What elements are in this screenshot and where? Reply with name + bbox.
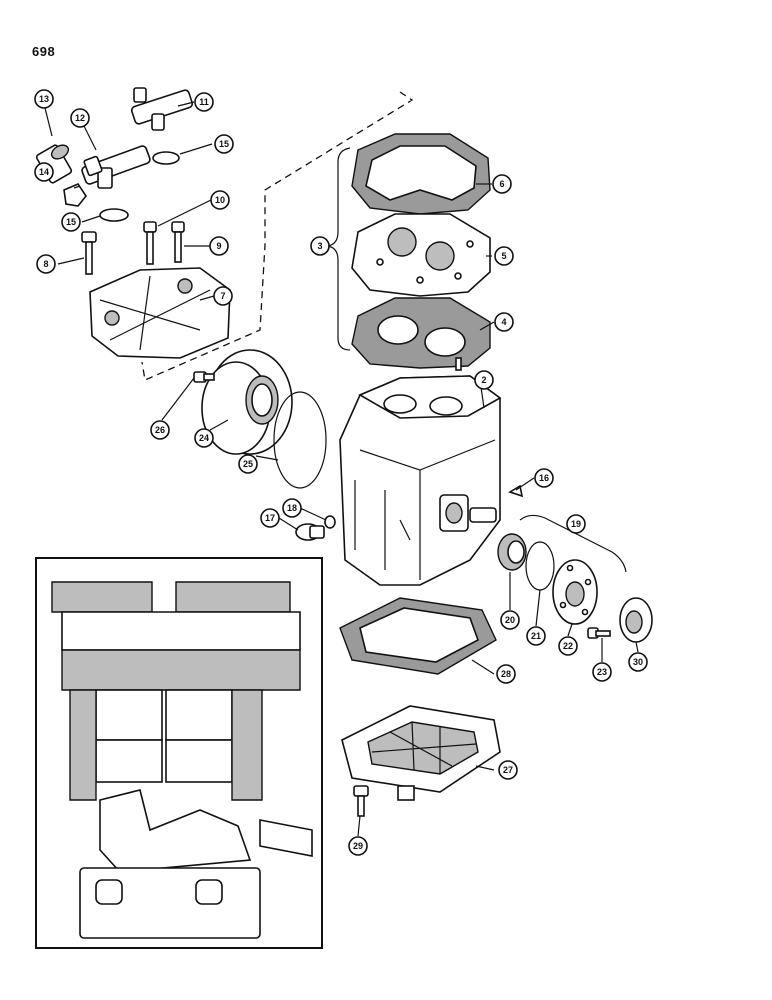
callout-7: 7 bbox=[213, 286, 233, 306]
callout-15-upper: 15 bbox=[214, 134, 234, 154]
front-cover-o-ring bbox=[273, 391, 327, 489]
svg-text:2: 2 bbox=[481, 375, 486, 385]
callout-25: 25 bbox=[238, 454, 258, 474]
svg-text:15: 15 bbox=[219, 139, 229, 149]
callout-3: 3 bbox=[310, 236, 330, 256]
upper-tee-fitting bbox=[130, 87, 194, 131]
callout-17: 17 bbox=[260, 508, 280, 528]
callout-5: 5 bbox=[494, 246, 514, 266]
callout-13: 13 bbox=[34, 89, 54, 109]
svg-text:28: 28 bbox=[501, 669, 511, 679]
tee-fitting bbox=[81, 145, 151, 189]
svg-text:8: 8 bbox=[43, 259, 48, 269]
svg-text:26: 26 bbox=[155, 425, 165, 435]
compressor-body bbox=[339, 375, 502, 586]
svg-text:19: 19 bbox=[571, 519, 581, 529]
svg-text:9: 9 bbox=[216, 241, 221, 251]
svg-text:29: 29 bbox=[353, 841, 363, 851]
seal-kit-brace bbox=[519, 514, 627, 573]
plug-o-ring bbox=[324, 515, 336, 529]
gasket-set-brace bbox=[327, 147, 351, 351]
o-ring-lower bbox=[99, 208, 129, 222]
callout-21: 21 bbox=[526, 626, 546, 646]
plug bbox=[295, 523, 325, 541]
callout-28: 28 bbox=[496, 664, 516, 684]
callout-16: 16 bbox=[534, 468, 554, 488]
svg-text:17: 17 bbox=[265, 513, 275, 523]
o-ring-upper bbox=[152, 151, 180, 165]
callout-11: 11 bbox=[194, 92, 214, 112]
head-assembly-bracket bbox=[141, 91, 414, 381]
callout-2: 2 bbox=[474, 370, 494, 390]
seal-plate bbox=[552, 559, 598, 625]
callout-30: 30 bbox=[628, 652, 648, 672]
svg-text:6: 6 bbox=[499, 179, 504, 189]
cutaway-inset bbox=[35, 557, 323, 949]
dowel-pin bbox=[455, 357, 462, 371]
shaft-seal bbox=[497, 533, 527, 571]
svg-text:13: 13 bbox=[39, 94, 49, 104]
bottom-plate-bolt bbox=[353, 785, 369, 817]
seal-o-ring bbox=[525, 541, 555, 591]
seal-plate-screw bbox=[587, 627, 611, 639]
callout-6: 6 bbox=[492, 174, 512, 194]
svg-text:21: 21 bbox=[531, 631, 541, 641]
callout-10: 10 bbox=[210, 190, 230, 210]
callout-19: 19 bbox=[566, 514, 586, 534]
base-gasket bbox=[339, 597, 497, 675]
callout-24: 24 bbox=[194, 428, 214, 448]
svg-text:24: 24 bbox=[199, 433, 209, 443]
callout-22: 22 bbox=[558, 636, 578, 656]
valve-plate-gasket bbox=[351, 133, 491, 215]
dust-shield bbox=[619, 597, 653, 643]
svg-text:30: 30 bbox=[633, 657, 643, 667]
cylinder-head bbox=[89, 267, 231, 359]
svg-text:11: 11 bbox=[199, 97, 209, 107]
callout-9: 9 bbox=[209, 236, 229, 256]
callout-18: 18 bbox=[282, 498, 302, 518]
svg-text:5: 5 bbox=[501, 251, 506, 261]
callout-26: 26 bbox=[150, 420, 170, 440]
callout-12: 12 bbox=[70, 108, 90, 128]
svg-text:27: 27 bbox=[503, 765, 513, 775]
front-cover bbox=[201, 349, 293, 455]
callout-20: 20 bbox=[500, 610, 520, 630]
callout-14: 14 bbox=[34, 162, 54, 182]
svg-text:25: 25 bbox=[243, 459, 253, 469]
cylinder-gasket bbox=[351, 297, 491, 369]
bottom-plate bbox=[341, 705, 501, 801]
svg-text:20: 20 bbox=[505, 615, 515, 625]
svg-text:23: 23 bbox=[597, 667, 607, 677]
svg-text:15: 15 bbox=[66, 217, 76, 227]
svg-text:16: 16 bbox=[539, 473, 549, 483]
callout-4: 4 bbox=[494, 312, 514, 332]
valve-plate bbox=[351, 213, 491, 297]
valve-cap bbox=[63, 183, 87, 207]
callout-29: 29 bbox=[348, 836, 368, 856]
head-bolt-8 bbox=[81, 231, 97, 275]
head-bolt-9 bbox=[171, 221, 185, 263]
cover-screw bbox=[193, 371, 215, 383]
svg-text:14: 14 bbox=[39, 167, 49, 177]
svg-text:12: 12 bbox=[75, 113, 85, 123]
callout-15-lower: 15 bbox=[61, 212, 81, 232]
svg-text:22: 22 bbox=[563, 641, 573, 651]
svg-text:7: 7 bbox=[220, 291, 225, 301]
svg-text:10: 10 bbox=[215, 195, 225, 205]
page-number: 698 bbox=[32, 44, 56, 59]
callout-27: 27 bbox=[498, 760, 518, 780]
svg-text:18: 18 bbox=[287, 503, 297, 513]
callout-23: 23 bbox=[592, 662, 612, 682]
svg-text:3: 3 bbox=[317, 241, 322, 251]
callout-8: 8 bbox=[36, 254, 56, 274]
svg-text:4: 4 bbox=[501, 317, 506, 327]
head-bolt-10 bbox=[143, 221, 157, 265]
